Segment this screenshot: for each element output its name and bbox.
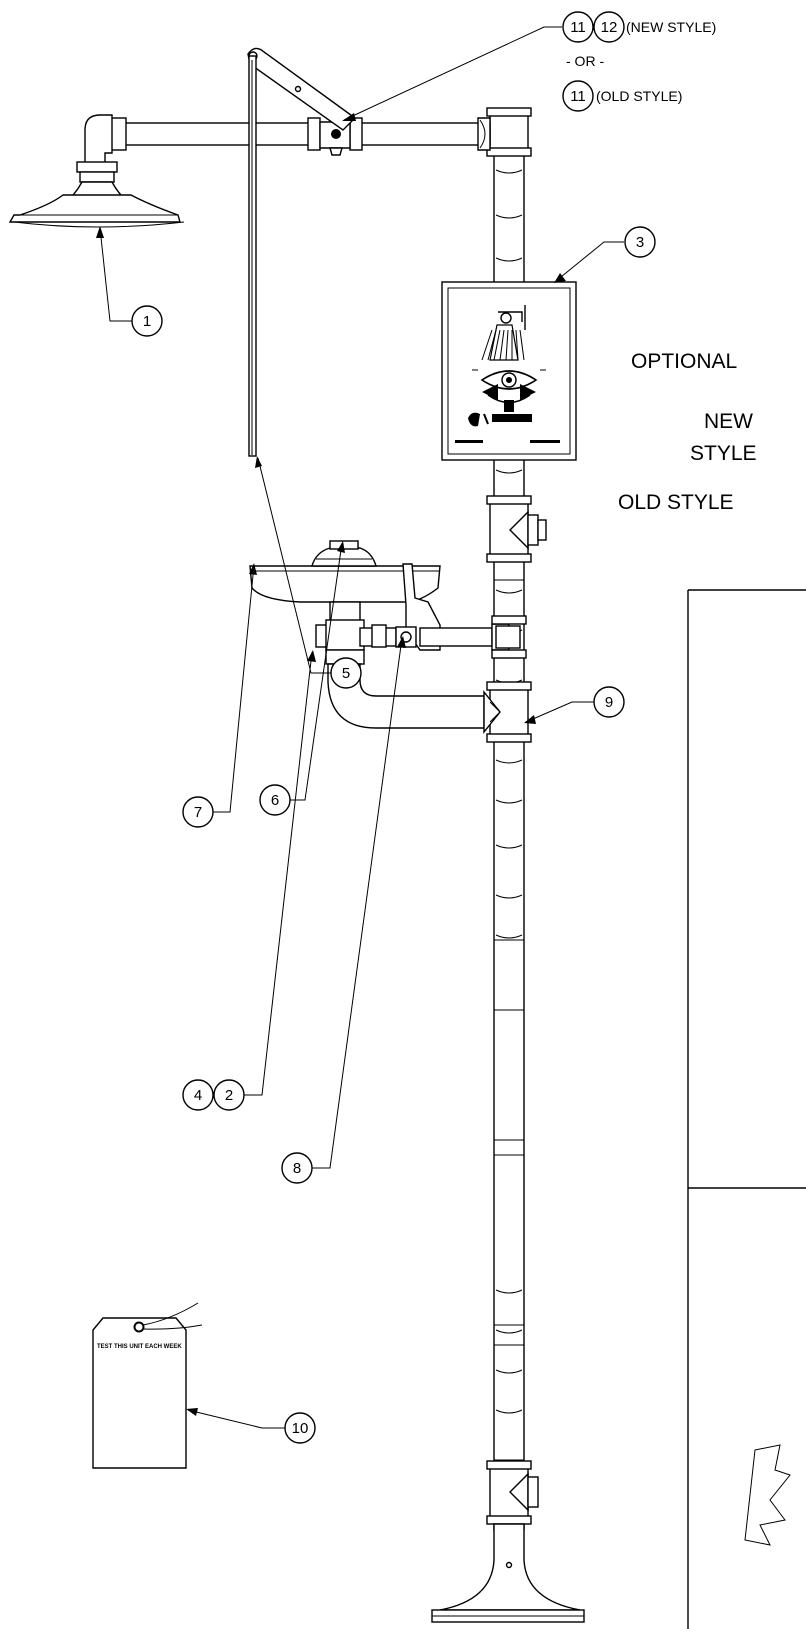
svg-text:5: 5: [342, 665, 350, 682]
safety-sign: [441, 281, 577, 461]
svg-text:1: 1: [143, 313, 151, 330]
note-style: STYLE: [690, 442, 757, 465]
eyewash-bowl: [249, 540, 441, 651]
note-old-style: OLD STYLE: [618, 491, 734, 514]
callout-7: 7: [182, 796, 214, 828]
callout-10: 10: [284, 1412, 316, 1444]
eyewash-supply-piping: [315, 601, 521, 729]
detail-frame: [687, 589, 806, 1629]
svg-text:11: 11: [570, 19, 586, 36]
callout-6: 6: [259, 784, 291, 816]
top-tee-fitting: [486, 107, 532, 157]
callout-8: 8: [281, 1152, 313, 1184]
lower-tee-fitting: [483, 681, 532, 743]
upper-side-tee: [486, 495, 547, 563]
callout-11-new-style: 11: [562, 11, 594, 43]
inspection-tag: TEST THIS UNIT EACH WEEK: [92, 1302, 203, 1469]
note-new: NEW: [704, 410, 753, 433]
svg-text:8: 8: [293, 1160, 301, 1177]
svg-text:10: 10: [292, 1420, 309, 1437]
callout-2: 2: [213, 1079, 245, 1111]
eyewash-valve-fittings: [491, 615, 527, 659]
callout-4: 4: [182, 1079, 214, 1111]
callout-12-new-style: 12: [593, 11, 625, 43]
callout-9: 9: [593, 686, 625, 718]
callout-11-old-style: 11: [562, 80, 594, 112]
callout-3: 3: [624, 226, 656, 258]
svg-text:3: 3: [636, 234, 644, 251]
label-new-style: (NEW STYLE): [626, 19, 716, 35]
pull-rod-assembly: [247, 47, 357, 457]
svg-text:2: 2: [225, 1087, 233, 1104]
svg-text:11: 11: [570, 88, 586, 105]
callout-5: 5: [330, 657, 362, 689]
svg-text:9: 9: [605, 694, 613, 711]
leader-lines: [96, 26, 624, 1429]
svg-text:12: 12: [601, 19, 618, 36]
note-optional: OPTIONAL: [631, 350, 737, 373]
floor-base: [431, 1523, 585, 1623]
svg-text:6: 6: [271, 792, 279, 809]
bottom-tee-fitting: [486, 1460, 539, 1525]
tag-text: TEST THIS UNIT EACH WEEK: [97, 1344, 182, 1350]
callout-1: 1: [131, 305, 163, 337]
shower-head: [8, 161, 185, 228]
shower-arm-pipe: [84, 114, 491, 166]
svg-text:7: 7: [194, 804, 202, 821]
svg-text:4: 4: [194, 1087, 202, 1104]
label-old-style: (OLD STYLE): [596, 88, 682, 104]
label-or: - OR -: [566, 53, 604, 69]
